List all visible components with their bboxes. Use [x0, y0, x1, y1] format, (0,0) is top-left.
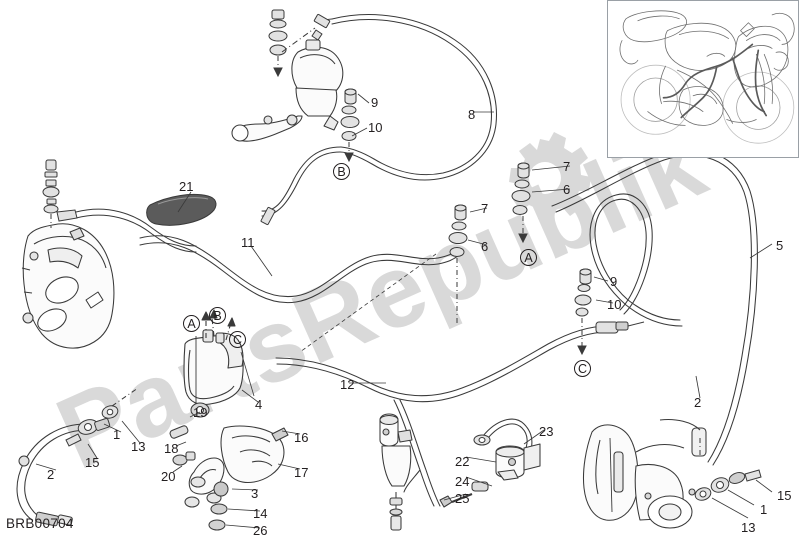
part-label: 16: [294, 430, 309, 445]
part-label: 10: [368, 120, 383, 135]
part-label: 6: [563, 182, 571, 197]
brake-hose-front-wave: [261, 146, 342, 217]
part-label: 22: [455, 454, 470, 469]
part-label: 25: [455, 491, 470, 506]
part-label: 10: [607, 297, 622, 312]
part-label: 12: [340, 377, 355, 392]
brake-hose-8: [319, 14, 497, 181]
callout-C-abs: C: [229, 331, 246, 348]
part-label: 7: [563, 159, 571, 174]
part-label: 21: [179, 179, 194, 194]
banjo-fitting-9-10-front: [340, 88, 360, 163]
brake-hose-loop-right: [589, 193, 683, 327]
motorcycle-line-drawing: [619, 10, 795, 144]
part-label: 18: [164, 441, 179, 456]
front-brake-caliper: [582, 419, 707, 529]
part-label: 23: [539, 424, 554, 439]
fastener-stack-top-left: [268, 9, 316, 78]
part-label: 2: [694, 395, 702, 410]
callout-B-abs: B: [209, 307, 226, 324]
abs-mounting-bracket: [169, 402, 229, 531]
callout-A-right: A: [520, 249, 537, 266]
part-label: 5: [776, 238, 784, 253]
part-label: 15: [777, 488, 792, 503]
part-label: 8: [468, 107, 476, 122]
leader-lines: [35, 93, 773, 529]
hose-ferrule-front-b: [260, 13, 331, 226]
part-label: 13: [741, 520, 756, 535]
part-label: 24: [455, 474, 470, 489]
brake-hose-11: [139, 235, 460, 304]
part-label: 11: [241, 235, 255, 250]
rear-brake-master-cylinder: [379, 413, 413, 531]
part-label: 2: [47, 467, 55, 482]
banjo-fitting-caliper-right: [694, 437, 762, 501]
loose-hose-fittings-left: [18, 387, 139, 527]
brake-hose-12: [275, 325, 609, 403]
part-label: 19: [193, 405, 208, 420]
part-label: 9: [610, 274, 618, 289]
brake-hose-5: [551, 148, 758, 466]
drawing-code: BRB00704: [6, 516, 74, 531]
callout-A-abs: A: [183, 315, 200, 332]
part-label: 9: [371, 95, 379, 110]
abs-protective-guard-17: [220, 425, 289, 483]
part-label: 15: [85, 455, 100, 470]
part-label: 17: [294, 465, 309, 480]
callout-B-front: B: [333, 163, 350, 180]
brake-hose-rear: [393, 399, 441, 507]
part-label: 1: [760, 502, 768, 517]
rear-reservoir-bracket: [439, 434, 541, 508]
rear-brake-caliper: [21, 223, 115, 349]
part-label: 14: [253, 506, 268, 521]
front-brake-master-cylinder: [231, 29, 344, 142]
part-label: 3: [251, 486, 259, 501]
banjo-fitting-6-7-middle: [299, 204, 468, 353]
banjo-fitting-9-10-right: [574, 268, 592, 356]
part-label: 26: [253, 523, 268, 538]
part-label: 1: [113, 427, 121, 442]
hose-protector-sleeve-21: [146, 193, 217, 226]
part-label: 7: [481, 201, 489, 216]
banjo-fitting-6-7-right: [511, 162, 531, 244]
part-label: 13: [131, 439, 146, 454]
inline-hose-connector-right: [595, 321, 645, 334]
callout-C-right: C: [574, 360, 591, 377]
brake-hose-left-caliper: [75, 208, 197, 253]
part-label: 4: [255, 397, 263, 412]
banjo-bolt-stack-left: [42, 159, 78, 228]
part-label: 6: [481, 239, 489, 254]
motorcycle-inset-box: [607, 0, 799, 158]
part-label: 20: [161, 469, 176, 484]
